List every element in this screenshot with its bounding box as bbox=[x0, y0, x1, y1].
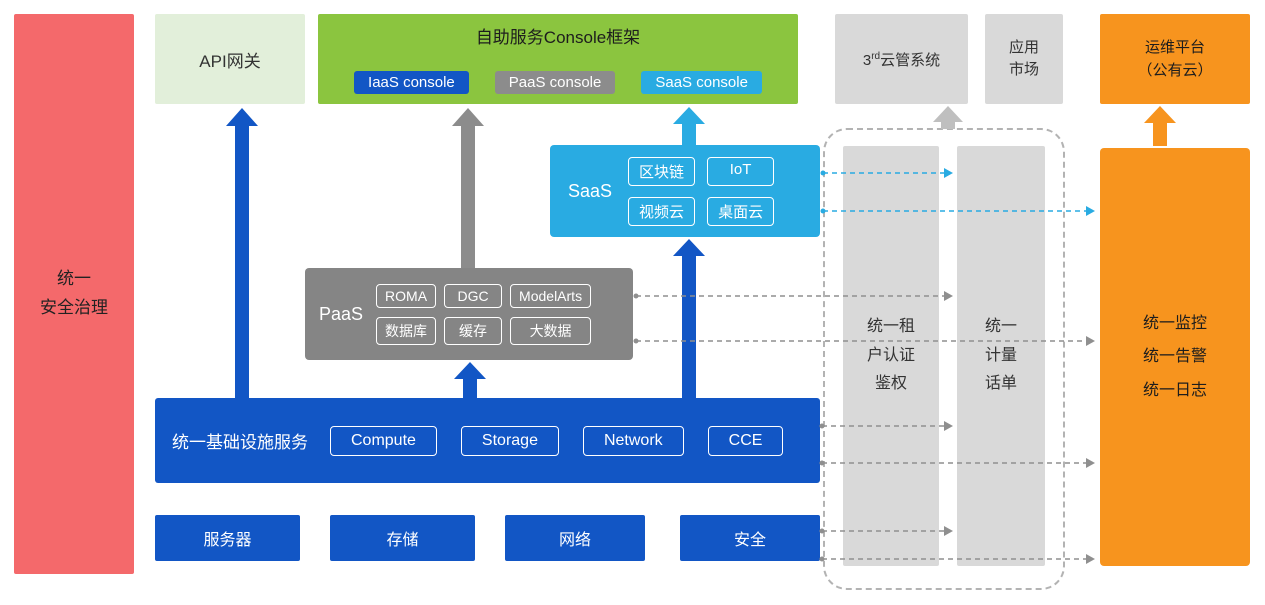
paas-chip-cache: 缓存 bbox=[444, 316, 503, 345]
hw-box-server: 服务器 bbox=[155, 515, 300, 561]
paas-chip-bigdata: 大数据 bbox=[510, 316, 592, 345]
saas-label: SaaS bbox=[568, 180, 613, 201]
api-gateway-box: API网关 bbox=[155, 14, 305, 104]
arrow-infra-to-saas bbox=[673, 239, 705, 398]
hw-box-security: 安全 bbox=[680, 515, 820, 561]
paas-label: PaaS bbox=[319, 303, 364, 324]
third-party-suffix: 云管系统 bbox=[880, 51, 941, 69]
console-row: IaaS console PaaS console SaaS console bbox=[318, 71, 798, 94]
third-party-cloud-box: 3rd云管系统 bbox=[835, 14, 968, 104]
monitoring-bar-label: 统一监控 统一告警 统一日志 bbox=[1142, 314, 1207, 399]
hw-network-label: 网络 bbox=[558, 532, 591, 549]
paas-chips: ROMA DGC ModelArts 数据库 缓存 大数据 bbox=[376, 283, 592, 345]
infrastructure-chips: Compute Storage Network CCE bbox=[330, 425, 784, 456]
hw-storage-label: 存储 bbox=[386, 532, 419, 549]
saas-chip-video-cloud: 视频云 bbox=[628, 196, 696, 226]
arrow-monitoring-to-om-platform bbox=[1144, 106, 1176, 146]
paas-chip-database: 数据库 bbox=[376, 316, 437, 345]
console-frame-title: 自助服务Console框架 bbox=[475, 28, 641, 47]
auth-bar-label: 统一租 户认证 鉴权 bbox=[866, 317, 915, 393]
paas-box: PaaS ROMA DGC ModelArts 数据库 缓存 大数据 bbox=[305, 268, 633, 360]
arrow-paas-to-console bbox=[452, 108, 484, 268]
infra-chip-storage: Storage bbox=[460, 425, 559, 456]
arrow-infra-to-paas bbox=[454, 362, 486, 398]
paas-chip-dgc: DGC bbox=[444, 283, 503, 308]
infrastructure-label: 统一基础设施服务 bbox=[172, 433, 308, 452]
saas-chip-blockchain: 区块链 bbox=[628, 156, 696, 186]
third-party-sup: rd bbox=[871, 50, 881, 62]
arrow-infra-to-api-gateway bbox=[226, 108, 258, 398]
saas-chip-iot: IoT bbox=[707, 156, 775, 186]
infrastructure-box: 统一基础设施服务 Compute Storage Network CCE bbox=[155, 398, 820, 483]
api-gateway-label: API网关 bbox=[199, 51, 261, 71]
metering-bar-label: 统一 计量 话单 bbox=[984, 317, 1017, 393]
tenant-services-dashed-frame bbox=[823, 128, 1065, 590]
hw-security-label: 安全 bbox=[733, 532, 766, 549]
infra-chip-network: Network bbox=[582, 425, 684, 456]
infra-chip-compute: Compute bbox=[330, 425, 437, 456]
arrow-saas-to-console bbox=[673, 107, 705, 145]
infra-chip-cce: CCE bbox=[707, 425, 784, 456]
third-party-prefix: 3 bbox=[862, 51, 872, 69]
hw-server-label: 服务器 bbox=[203, 532, 252, 549]
iaas-console-badge: IaaS console bbox=[354, 71, 469, 94]
security-governance-bar: 统一 安全治理 bbox=[14, 14, 134, 574]
app-market-box: 应用 市场 bbox=[985, 14, 1063, 104]
hw-box-network: 网络 bbox=[505, 515, 645, 561]
hw-box-storage: 存储 bbox=[330, 515, 475, 561]
console-frame-box: 自助服务Console框架 IaaS console PaaS console … bbox=[318, 14, 798, 104]
saas-chips: 区块链 IoT 视频云 桌面云 bbox=[628, 156, 775, 226]
paas-chip-roma: ROMA bbox=[376, 283, 437, 308]
monitoring-bar: 统一监控 统一告警 统一日志 bbox=[1100, 148, 1250, 566]
security-governance-label: 统一 安全治理 bbox=[40, 269, 108, 317]
auth-bar: 统一租 户认证 鉴权 bbox=[843, 146, 939, 566]
saas-console-badge: SaaS console bbox=[641, 71, 762, 94]
om-platform-label: 运维平台 （公有云） bbox=[1137, 38, 1213, 79]
saas-chip-desktop-cloud: 桌面云 bbox=[707, 196, 775, 226]
paas-console-badge: PaaS console bbox=[494, 71, 616, 94]
arrow-auth-to-third-party bbox=[933, 106, 963, 129]
metering-bar: 统一 计量 话单 bbox=[957, 146, 1045, 566]
third-party-cloud-label: 3rd云管系统 bbox=[863, 49, 940, 70]
app-market-label: 应用 市场 bbox=[1008, 38, 1039, 79]
paas-chip-modelarts: ModelArts bbox=[510, 283, 592, 308]
om-platform-box: 运维平台 （公有云） bbox=[1100, 14, 1250, 104]
saas-box: SaaS 区块链 IoT 视频云 桌面云 bbox=[550, 145, 820, 237]
